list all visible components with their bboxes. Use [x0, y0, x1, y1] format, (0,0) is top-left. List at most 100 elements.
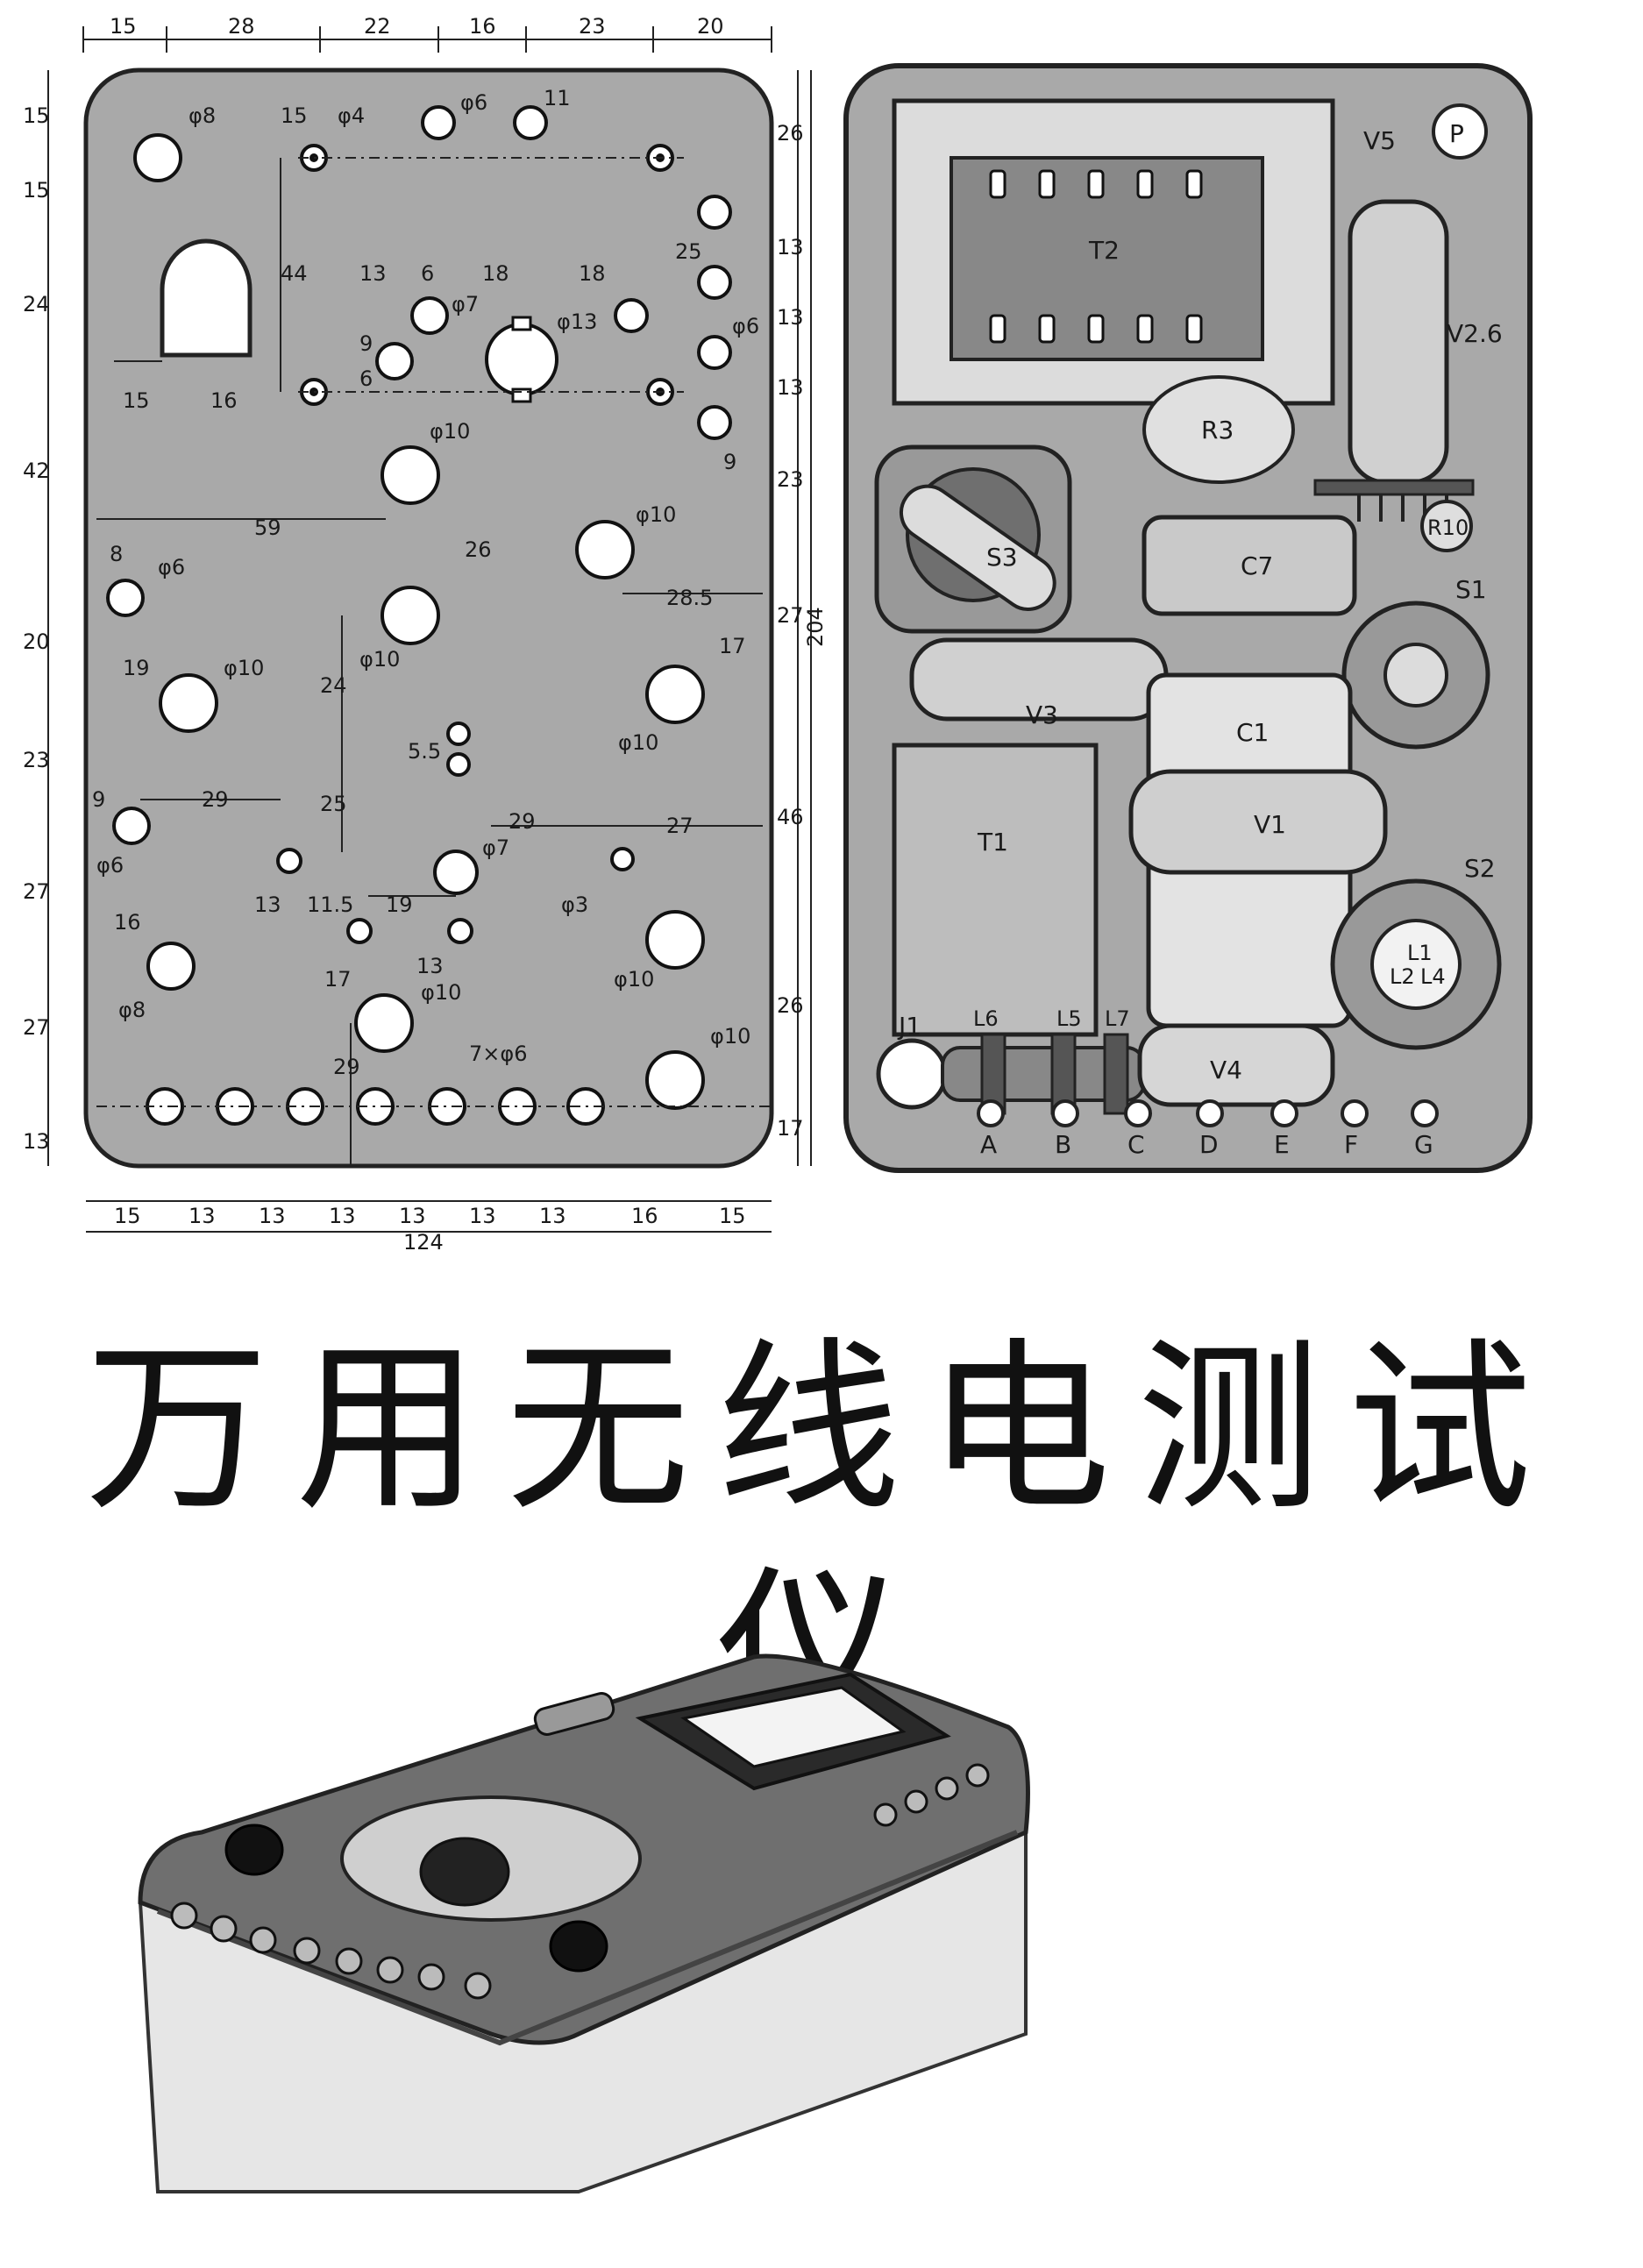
label-r10: R10 — [1427, 515, 1469, 540]
hole-label: φ10 — [614, 967, 654, 992]
inner-dim: 29 — [202, 787, 229, 812]
hole-label: φ4 — [338, 103, 365, 128]
inner-dim: 17 — [324, 967, 352, 992]
hole — [133, 133, 182, 182]
hole — [112, 807, 151, 845]
bottom-dim-6: 13 — [539, 1204, 566, 1228]
hole-label: φ10 — [430, 419, 470, 444]
device-illustration — [138, 1653, 1030, 2193]
label-terminal-c: C — [1127, 1130, 1145, 1159]
tuning-dial — [340, 1795, 642, 1922]
component-layout: T2 V5 V2.6 P R3 S3 C7 R10 — [843, 63, 1533, 1173]
hole-label: φ10 — [618, 730, 658, 755]
switch-s2: S2 L1 L2 L4 — [1330, 854, 1502, 1050]
height-total: 204 — [803, 607, 828, 647]
tube-v3: V3 — [909, 637, 1169, 729]
left-dim-6: 27 — [23, 879, 50, 904]
hole — [697, 335, 732, 370]
hole-label: φ6 — [96, 853, 124, 878]
width-total: 124 — [403, 1230, 444, 1254]
label-v26: V2.6 — [1447, 319, 1503, 348]
left-dim-8: 13 — [23, 1129, 50, 1154]
hole — [159, 673, 218, 733]
bottom-dim-2: 13 — [259, 1204, 286, 1228]
hole — [421, 105, 456, 140]
hole — [346, 918, 373, 944]
inner-dim: 18 — [579, 261, 606, 286]
hole — [375, 342, 414, 380]
top-dim-2: 22 — [364, 14, 391, 39]
label-s3: S3 — [986, 543, 1018, 572]
inner-dim: 29 — [509, 809, 536, 834]
label-c1: C1 — [1236, 718, 1269, 747]
top-dim-3: 16 — [469, 14, 496, 39]
bottom-dim-4: 13 — [399, 1204, 426, 1228]
hole — [433, 850, 479, 895]
label-terminal-f: F — [1344, 1130, 1358, 1159]
tube-v5: V5 V2.6 — [1313, 126, 1503, 522]
label-terminal-d: D — [1199, 1130, 1219, 1159]
right-dim-2: 13 — [777, 305, 804, 330]
resistor-r3: R3 — [1142, 375, 1295, 484]
hole-label: φ10 — [636, 502, 676, 527]
inner-dim: 26 — [465, 537, 492, 562]
label-l5: L5 — [1056, 1006, 1082, 1031]
meter-window-cutout — [160, 238, 252, 358]
hole — [697, 195, 732, 230]
hole — [697, 265, 732, 300]
label-j1: J1 — [897, 1012, 921, 1041]
bottom-dim-1: 13 — [188, 1204, 216, 1228]
right-dim-0: 26 — [777, 121, 804, 146]
right-dim-6: 46 — [777, 805, 804, 829]
hole — [354, 993, 414, 1053]
label-t1: T1 — [977, 828, 1008, 857]
inner-dim: 24 — [320, 673, 347, 698]
hole — [410, 296, 449, 335]
label-c7: C7 — [1241, 551, 1273, 580]
window-slot — [533, 1692, 615, 1736]
terminal-a — [977, 1099, 1005, 1127]
inner-dim: 29 — [333, 1055, 360, 1079]
label-l4: L4 — [1420, 964, 1446, 989]
hole — [276, 848, 302, 874]
right-dim-8: 17 — [777, 1116, 804, 1141]
transformer-t1: T1 — [892, 743, 1099, 1037]
hole-label: φ6 — [158, 555, 185, 579]
hole-label: φ3 — [561, 892, 588, 917]
jack-j1: J1 — [876, 1012, 948, 1110]
inner-dim: 13 — [254, 892, 281, 917]
label-v5: V5 — [1363, 126, 1396, 155]
hole — [610, 847, 635, 871]
left-dim-7: 27 — [23, 1015, 50, 1040]
label-l7: L7 — [1105, 1006, 1130, 1031]
hole-label: φ10 — [710, 1024, 750, 1049]
label-l2: L2 — [1390, 964, 1415, 989]
inner-dim: 25 — [320, 792, 347, 816]
bottom-dim-7: 16 — [631, 1204, 658, 1228]
inner-dim: 28.5 — [666, 586, 713, 610]
hole-keyed — [485, 316, 558, 403]
inner-dim: 16 — [114, 910, 141, 935]
inner-dim: 16 — [210, 388, 238, 413]
inner-dim: 19 — [386, 892, 413, 917]
terminal-e — [1270, 1099, 1298, 1127]
inner-dim: 9 — [92, 787, 105, 812]
terminal-b — [1051, 1099, 1079, 1127]
inner-dim: 11 — [544, 86, 571, 110]
bottom-dim-8: 15 — [719, 1204, 746, 1228]
inner-dim: 6 — [421, 261, 434, 286]
right-dim-4: 23 — [777, 467, 804, 492]
hole — [381, 586, 440, 645]
hole — [513, 105, 548, 140]
hole-label: 7×φ6 — [469, 1042, 527, 1066]
left-dim-4: 20 — [23, 629, 50, 654]
bottom-dim-0: 15 — [114, 1204, 141, 1228]
right-dim-5: 27 — [777, 603, 804, 628]
right-dim-1: 13 — [777, 235, 804, 260]
page-title: 万用无线电测试仪 — [84, 1321, 1558, 1764]
hole-label: φ8 — [118, 998, 146, 1022]
left-dim-0: 15 — [23, 103, 50, 128]
inner-dim: 8 — [110, 542, 123, 566]
left-dim-5: 23 — [23, 748, 50, 772]
pilot-lamp-p: P — [1432, 103, 1488, 160]
